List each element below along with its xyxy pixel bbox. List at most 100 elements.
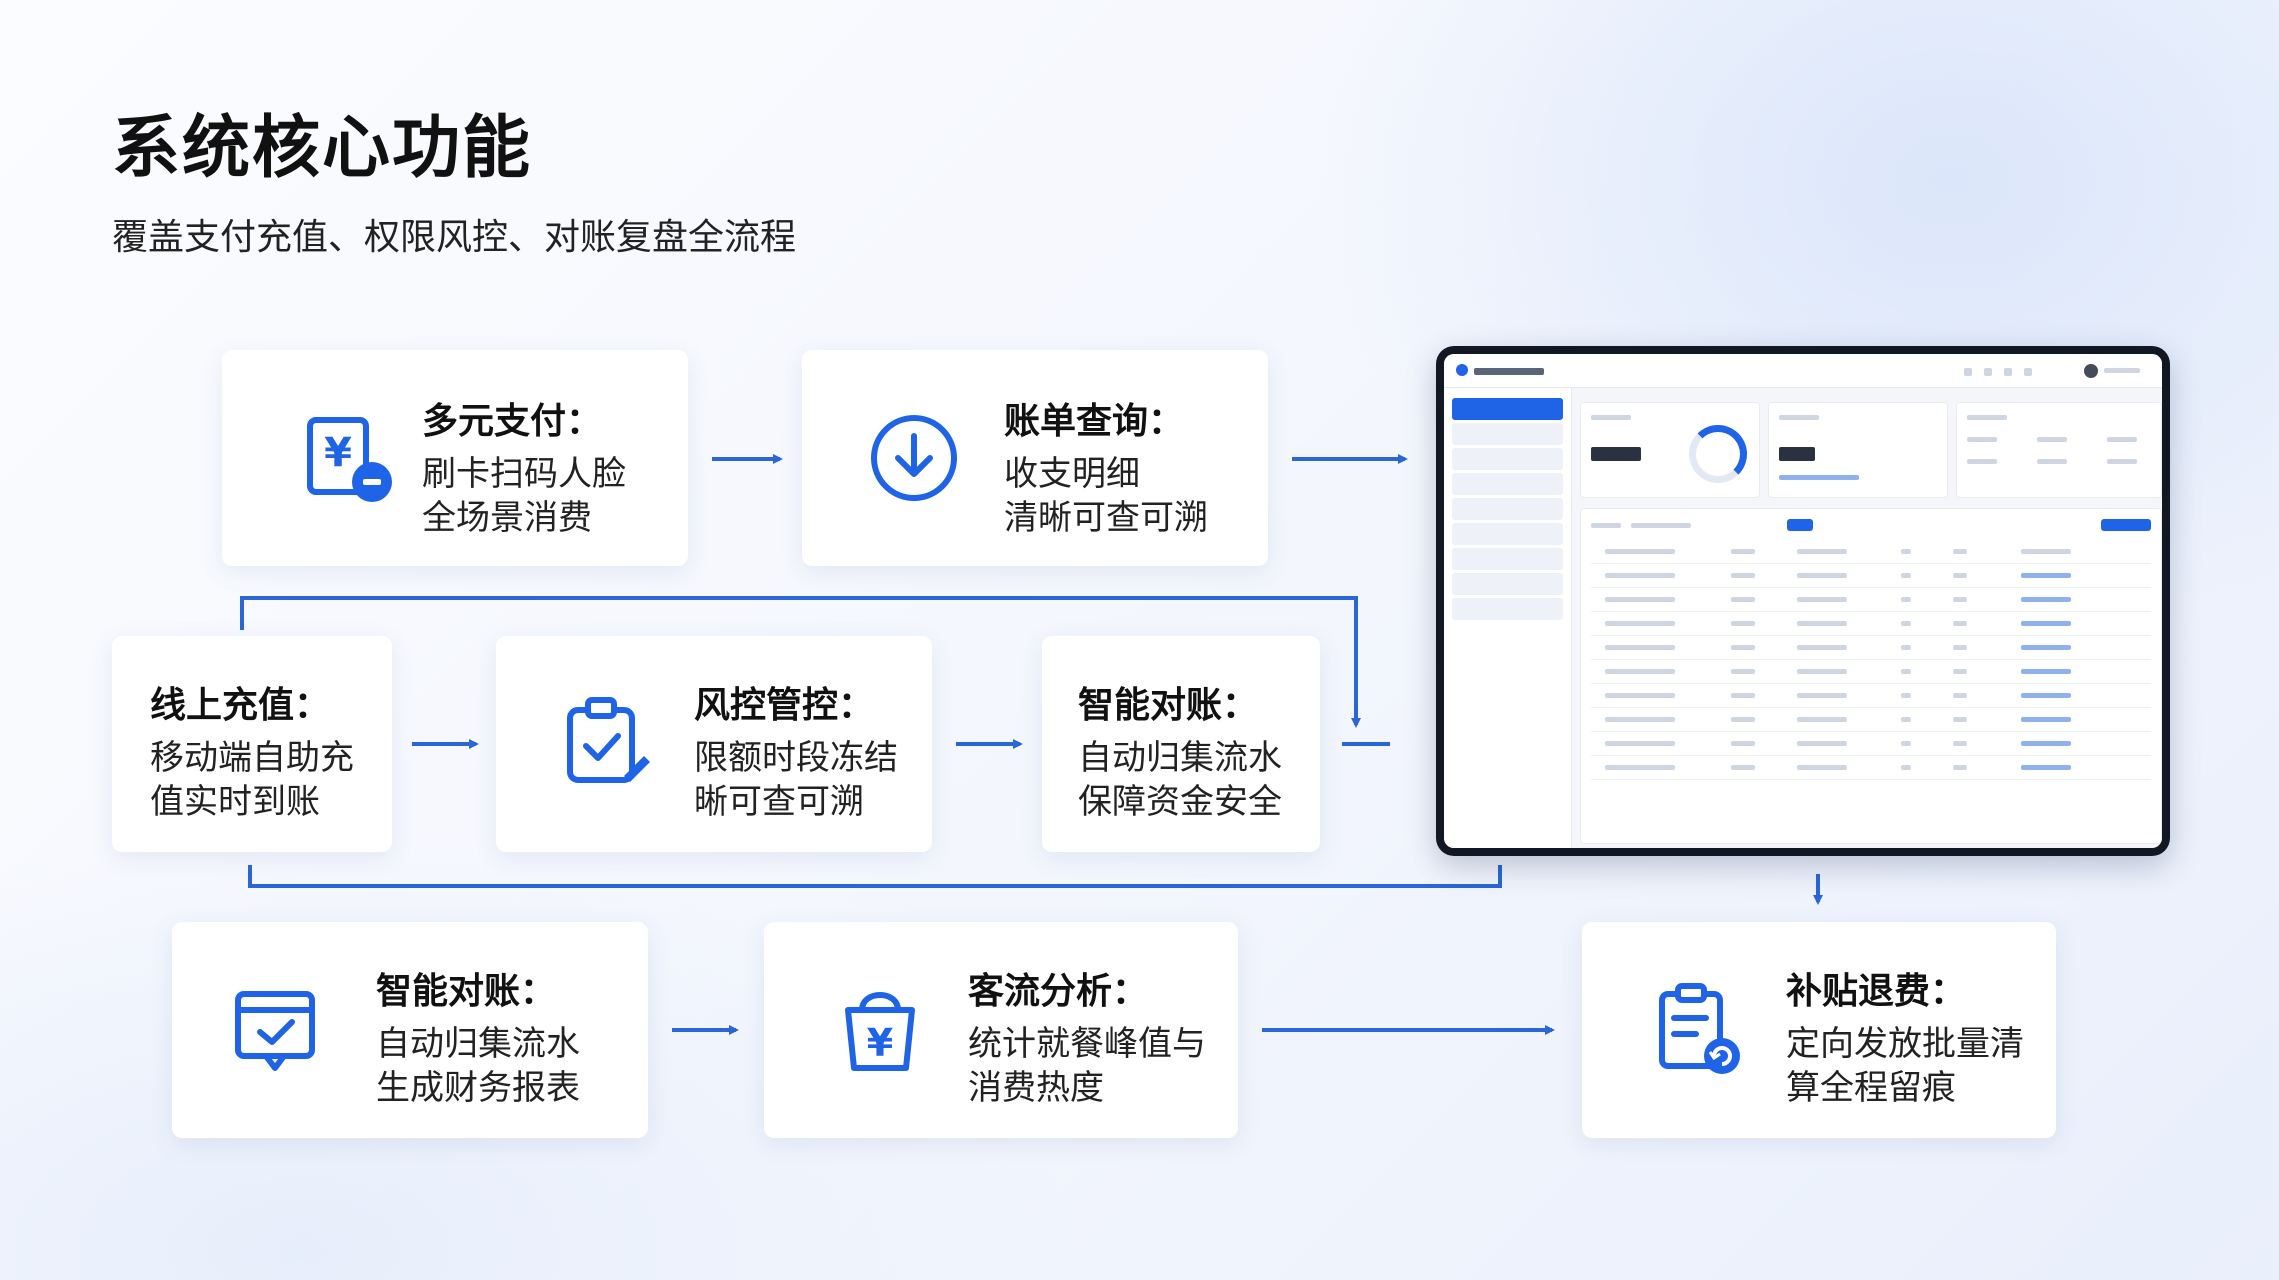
table-cell	[1901, 597, 1911, 602]
table-row-divider	[1591, 659, 2151, 660]
table-cell	[1605, 573, 1675, 578]
receipt-yen-icon: ¥	[282, 400, 402, 520]
card-title: 多元支付：	[422, 401, 603, 442]
card-title: 智能对账：	[376, 971, 557, 1012]
table-cell	[1797, 645, 1847, 650]
table-cell	[1731, 669, 1755, 674]
table-cell	[1953, 741, 1967, 746]
table-cell	[1953, 573, 1967, 578]
table-row-divider	[1591, 611, 2151, 612]
card-multi-pay: ¥ 多元支付： 刷卡扫码人脸 全场景消费	[222, 350, 688, 566]
table-cell	[1797, 741, 1847, 746]
dashboard-main	[1580, 396, 2162, 844]
table-cell	[1797, 669, 1847, 674]
card-subsidy-refund: 补贴退费： 定向发放批量清 算全程留痕	[1582, 922, 2056, 1138]
table-cell	[1797, 765, 1847, 770]
table-cell	[2021, 621, 2071, 626]
table-cell	[2021, 693, 2071, 698]
card-line-2: 全场景消费	[422, 498, 592, 538]
table-row-divider	[1591, 563, 2151, 564]
progress-ring	[1689, 425, 1747, 483]
avatar	[2084, 364, 2098, 378]
table-cell	[1953, 621, 1967, 626]
card-title: 线上充值：	[150, 685, 331, 726]
table-row-divider	[1591, 683, 2151, 684]
connector-bottom-loop	[248, 865, 1502, 888]
dashboard-logo-icon	[1456, 364, 1468, 376]
bag-yen-icon: ¥	[820, 970, 940, 1090]
card-traffic-analysis: ¥ 客流分析： 统计就餐峰值与 消费热度	[764, 922, 1238, 1138]
table-cell	[1953, 597, 1967, 602]
card-line-2: 晰可查可溯	[694, 782, 864, 822]
table-cell	[1605, 669, 1675, 674]
table-cell	[1797, 621, 1847, 626]
stat-panel-3	[1956, 402, 2162, 498]
dashboard-topbar	[1444, 354, 2162, 388]
table-cell	[1731, 717, 1755, 722]
table-cell	[1731, 573, 1755, 578]
table-cell	[1901, 621, 1911, 626]
dashboard-title-placeholder	[1474, 368, 1544, 375]
table-cell	[1953, 645, 1967, 650]
table-cell	[1953, 669, 1967, 674]
records-table-panel	[1580, 508, 2162, 844]
card-title: 账单查询：	[1004, 401, 1185, 442]
table-row-divider	[1591, 731, 2151, 732]
card-line-1: 收支明细	[1004, 454, 1140, 494]
table-cell	[1605, 741, 1675, 746]
table-cell	[2021, 573, 2071, 578]
table-cell	[1901, 693, 1911, 698]
table-cell	[2021, 597, 2071, 602]
table-cell	[1797, 549, 1847, 554]
table-cell	[1605, 549, 1675, 554]
table-cell	[2021, 645, 2071, 650]
table-cell	[1605, 765, 1675, 770]
report-check-icon	[216, 970, 336, 1090]
dashboard-sidebar	[1444, 388, 1572, 848]
stat-panel-2	[1768, 402, 1948, 498]
card-line-2: 保障资金安全	[1078, 782, 1282, 822]
card-bill-query: 账单查询： 收支明细 清晰可查可溯	[802, 350, 1268, 566]
dashboard-tablet-illustration	[1436, 346, 2170, 856]
stat-panel-1	[1580, 402, 1760, 498]
card-title: 智能对账：	[1078, 685, 1259, 726]
svg-text:¥: ¥	[324, 430, 352, 476]
table-cell	[1731, 549, 1755, 554]
clipboard-check-icon	[546, 684, 666, 804]
table-cell	[1901, 645, 1911, 650]
table-cell	[1797, 597, 1847, 602]
card-risk-control: 风控管控： 限额时段冻结 晰可查可溯	[496, 636, 932, 852]
card-online-recharge: 线上充值： 移动端自助充 值实时到账	[112, 636, 392, 852]
table-cell	[1605, 597, 1675, 602]
card-line-1: 统计就餐峰值与	[968, 1024, 1206, 1064]
table-cell	[2021, 549, 2071, 554]
table-cell	[1901, 741, 1911, 746]
table-cell	[2021, 741, 2071, 746]
table-cell	[2021, 669, 2071, 674]
table-cell	[1901, 573, 1911, 578]
table-cell	[2021, 765, 2071, 770]
card-smart-reconcile-2: 智能对账： 自动归集流水 生成财务报表	[172, 922, 648, 1138]
table-cell	[1953, 693, 1967, 698]
table-cell	[1953, 717, 1967, 722]
table-cell	[1731, 693, 1755, 698]
table-cell	[1731, 597, 1755, 602]
card-line-2: 值实时到账	[150, 782, 320, 822]
table-cell	[1605, 717, 1675, 722]
card-line-1: 自动归集流水	[1078, 738, 1282, 778]
table-cell	[1797, 717, 1847, 722]
table-cell	[1901, 765, 1911, 770]
card-line-1: 移动端自助充	[150, 738, 354, 778]
table-cell	[1605, 645, 1675, 650]
connector-top-loop	[240, 596, 1361, 728]
table-cell	[1797, 573, 1847, 578]
table-cell	[1731, 741, 1755, 746]
card-line-2: 生成财务报表	[376, 1068, 580, 1108]
card-line-2: 清晰可查可溯	[1004, 498, 1208, 538]
table-row-divider	[1591, 779, 2151, 780]
table-cell	[1901, 717, 1911, 722]
table-cell	[1731, 645, 1755, 650]
table-cell	[1731, 765, 1755, 770]
card-line-2: 算全程留痕	[1786, 1068, 1956, 1108]
